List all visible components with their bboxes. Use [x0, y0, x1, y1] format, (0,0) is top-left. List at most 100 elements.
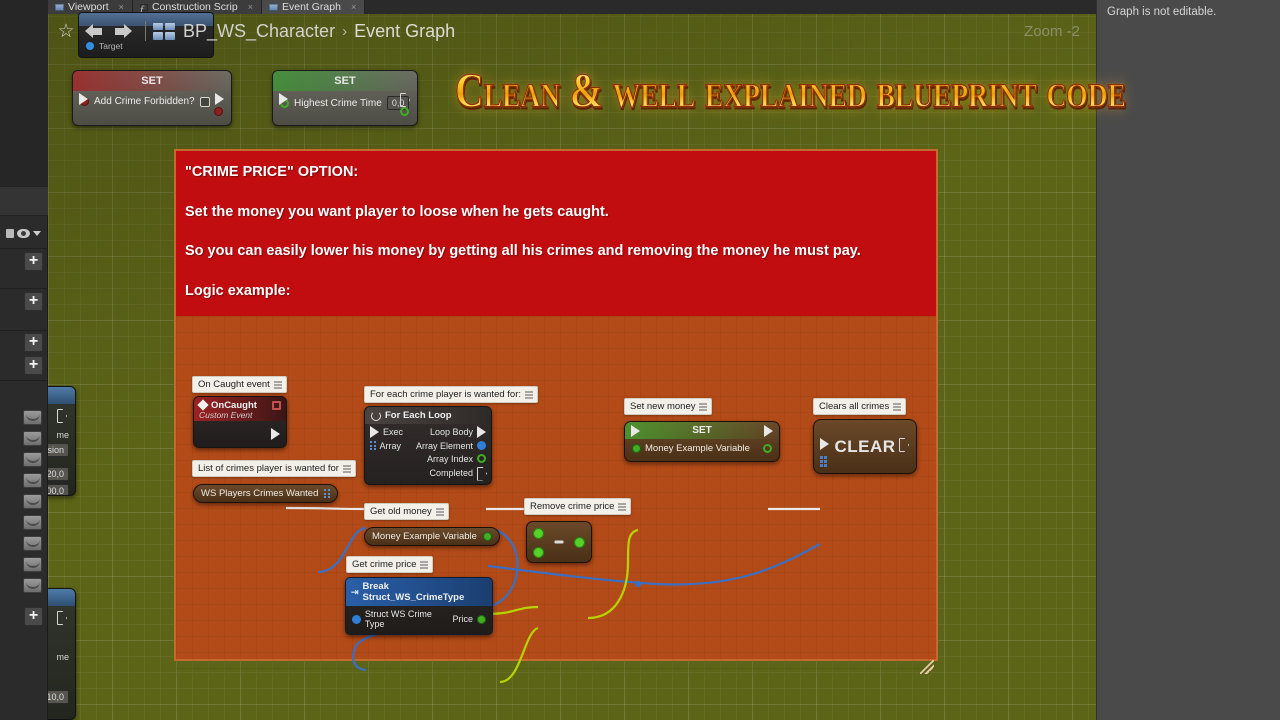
exec-out-pin[interactable]: [57, 611, 66, 623]
struct-in-pin[interactable]: [352, 614, 361, 624]
add-button-2[interactable]: +: [24, 292, 43, 311]
bubble-crimes-list[interactable]: List of crimes player is wanted for: [192, 458, 356, 477]
close-icon[interactable]: ×: [247, 2, 253, 12]
divider: [0, 330, 48, 331]
bubble-remove-crime-price[interactable]: Remove crime price: [524, 496, 632, 515]
exec-in-pin[interactable]: [279, 93, 288, 105]
exec-out-pin[interactable]: [215, 93, 224, 105]
pin-icon[interactable]: [893, 402, 902, 411]
tab-viewport[interactable]: Viewport ×: [48, 0, 133, 14]
pin-row-array: Array Array Element: [365, 439, 491, 452]
set-node-pin-label: Highest Crime Time: [294, 97, 382, 109]
array-in-pin[interactable]: [370, 441, 376, 450]
list-item-icon-4[interactable]: [23, 473, 42, 488]
right-details-panel: Graph is not editable.: [1096, 0, 1280, 720]
clear-node-title: CLEAR: [834, 436, 896, 456]
operand-a-pin[interactable]: [533, 528, 544, 539]
visibility-eye-control[interactable]: [6, 226, 44, 241]
set-node-add-crime-forbidden[interactable]: SET Add Crime Forbidden?: [72, 70, 232, 126]
bool-out-pin[interactable]: [214, 107, 223, 116]
event-node-on-caught[interactable]: OnCaught Custom Event: [193, 396, 287, 448]
array-out-pin[interactable]: [324, 489, 330, 498]
list-item-icon-9[interactable]: [23, 578, 42, 593]
list-item-icon-5[interactable]: [23, 494, 42, 509]
add-button-4[interactable]: +: [24, 356, 43, 375]
bubble-for-each[interactable]: For each crime player is wanted for:: [364, 384, 539, 403]
variable-node-crimes-wanted[interactable]: WS Players Crimes Wanted: [193, 483, 338, 503]
exec-out-pin[interactable]: [400, 93, 409, 105]
pin-row-index: Array Index: [365, 452, 491, 465]
pin-icon[interactable]: [618, 502, 627, 511]
node-subtract[interactable]: [526, 521, 592, 563]
exec-out-pin[interactable]: [477, 425, 486, 438]
breadcrumb: BP_WS_Character › Event Graph: [183, 21, 455, 42]
bubble-on-caught-event[interactable]: On Caught event: [192, 374, 287, 393]
exec-out-pin[interactable]: [271, 428, 280, 440]
array-index-out-pin[interactable]: [477, 454, 486, 463]
result-out-pin[interactable]: [574, 537, 585, 548]
close-icon[interactable]: ×: [118, 2, 124, 12]
bubble-set-new-money[interactable]: Set new money: [624, 396, 713, 415]
breadcrumb-root[interactable]: BP_WS_Character: [183, 20, 336, 41]
eye-icon: [17, 229, 30, 238]
pin-icon[interactable]: [435, 507, 444, 516]
exec-in-pin[interactable]: [79, 93, 88, 105]
array-element-out-pin[interactable]: [477, 441, 486, 450]
add-button-3[interactable]: +: [24, 333, 43, 352]
target-pin-label: Target: [99, 41, 123, 51]
fn-row-label: me: [56, 652, 69, 662]
forward-button[interactable]: [108, 18, 138, 44]
float-out-pin[interactable]: [482, 532, 492, 541]
target-pin[interactable]: Target: [86, 41, 123, 51]
exec-out-pin[interactable]: [899, 438, 908, 450]
list-item-icon-7[interactable]: [23, 536, 42, 551]
back-button[interactable]: [78, 18, 108, 44]
tab-construction-script[interactable]: f Construction Scrip ×: [132, 0, 262, 16]
graph-list-icon[interactable]: [153, 22, 175, 40]
node-break-struct-crime-type[interactable]: ⇥ Break Struct_WS_CrimeType Struct WS Cr…: [345, 577, 493, 635]
node-for-each-loop[interactable]: For Each Loop Exec Loop Body: [364, 406, 492, 485]
promo-banner-title: Clean & well explained blueprint code: [454, 64, 1126, 118]
bool-checkbox[interactable]: [199, 96, 210, 107]
list-item-icon-2[interactable]: [23, 431, 42, 446]
exec-out-pin[interactable]: [764, 425, 773, 437]
comment-box-crime-price[interactable]: "CRIME PRICE" OPTION: Set the money you …: [174, 149, 938, 684]
event-node-subtitle: Custom Event: [199, 410, 253, 420]
array-in-pin[interactable]: [820, 456, 827, 467]
delegate-pin-icon[interactable]: [272, 401, 281, 410]
bubble-get-old-money[interactable]: Get old money: [364, 501, 449, 520]
float-out-pin[interactable]: [763, 444, 772, 453]
pin-icon[interactable]: [273, 380, 282, 389]
list-item-icon-6[interactable]: [23, 515, 42, 530]
pin-icon[interactable]: [525, 390, 534, 399]
float-out-pin[interactable]: [400, 107, 409, 116]
comment-resize-handle[interactable]: [920, 660, 934, 674]
node-clear-array[interactable]: CLEAR: [813, 419, 917, 474]
pin-icon[interactable]: [699, 402, 708, 411]
completed-exec-out-pin[interactable]: [477, 467, 486, 479]
exec-out-pin[interactable]: [57, 409, 66, 421]
float-in-pin[interactable]: [632, 444, 641, 453]
list-item-icon-1[interactable]: [23, 410, 42, 425]
exec-in-pin[interactable]: [370, 425, 379, 438]
price-out-pin[interactable]: [477, 614, 486, 624]
exec-in-pin[interactable]: [820, 438, 829, 450]
list-item-icon-3[interactable]: [23, 452, 42, 467]
add-button-1[interactable]: +: [24, 252, 43, 271]
tab-event-graph[interactable]: Event Graph ×: [262, 0, 366, 14]
pin-icon[interactable]: [342, 464, 351, 473]
exec-in-pin[interactable]: [631, 425, 640, 437]
variable-node-money-example[interactable]: Money Example Variable: [364, 526, 500, 546]
breadcrumb-current[interactable]: Event Graph: [354, 20, 456, 41]
set-node-highest-crime-time[interactable]: SET Highest Crime Time 0,0: [272, 70, 418, 126]
list-item-icon-8[interactable]: [23, 557, 42, 572]
node-set-money-example-variable[interactable]: SET Money Example Variable: [624, 421, 780, 462]
pin-label: Array Element: [415, 440, 473, 451]
pin-icon[interactable]: [420, 560, 429, 569]
bubble-get-crime-price[interactable]: Get crime price: [346, 554, 434, 573]
bookmark-star-icon[interactable]: ☆: [54, 19, 78, 43]
close-icon[interactable]: ×: [350, 2, 357, 12]
bubble-clears-all-crimes[interactable]: Clears all crimes: [813, 396, 907, 415]
add-button-5[interactable]: +: [24, 607, 43, 626]
operand-b-pin[interactable]: [533, 547, 544, 558]
